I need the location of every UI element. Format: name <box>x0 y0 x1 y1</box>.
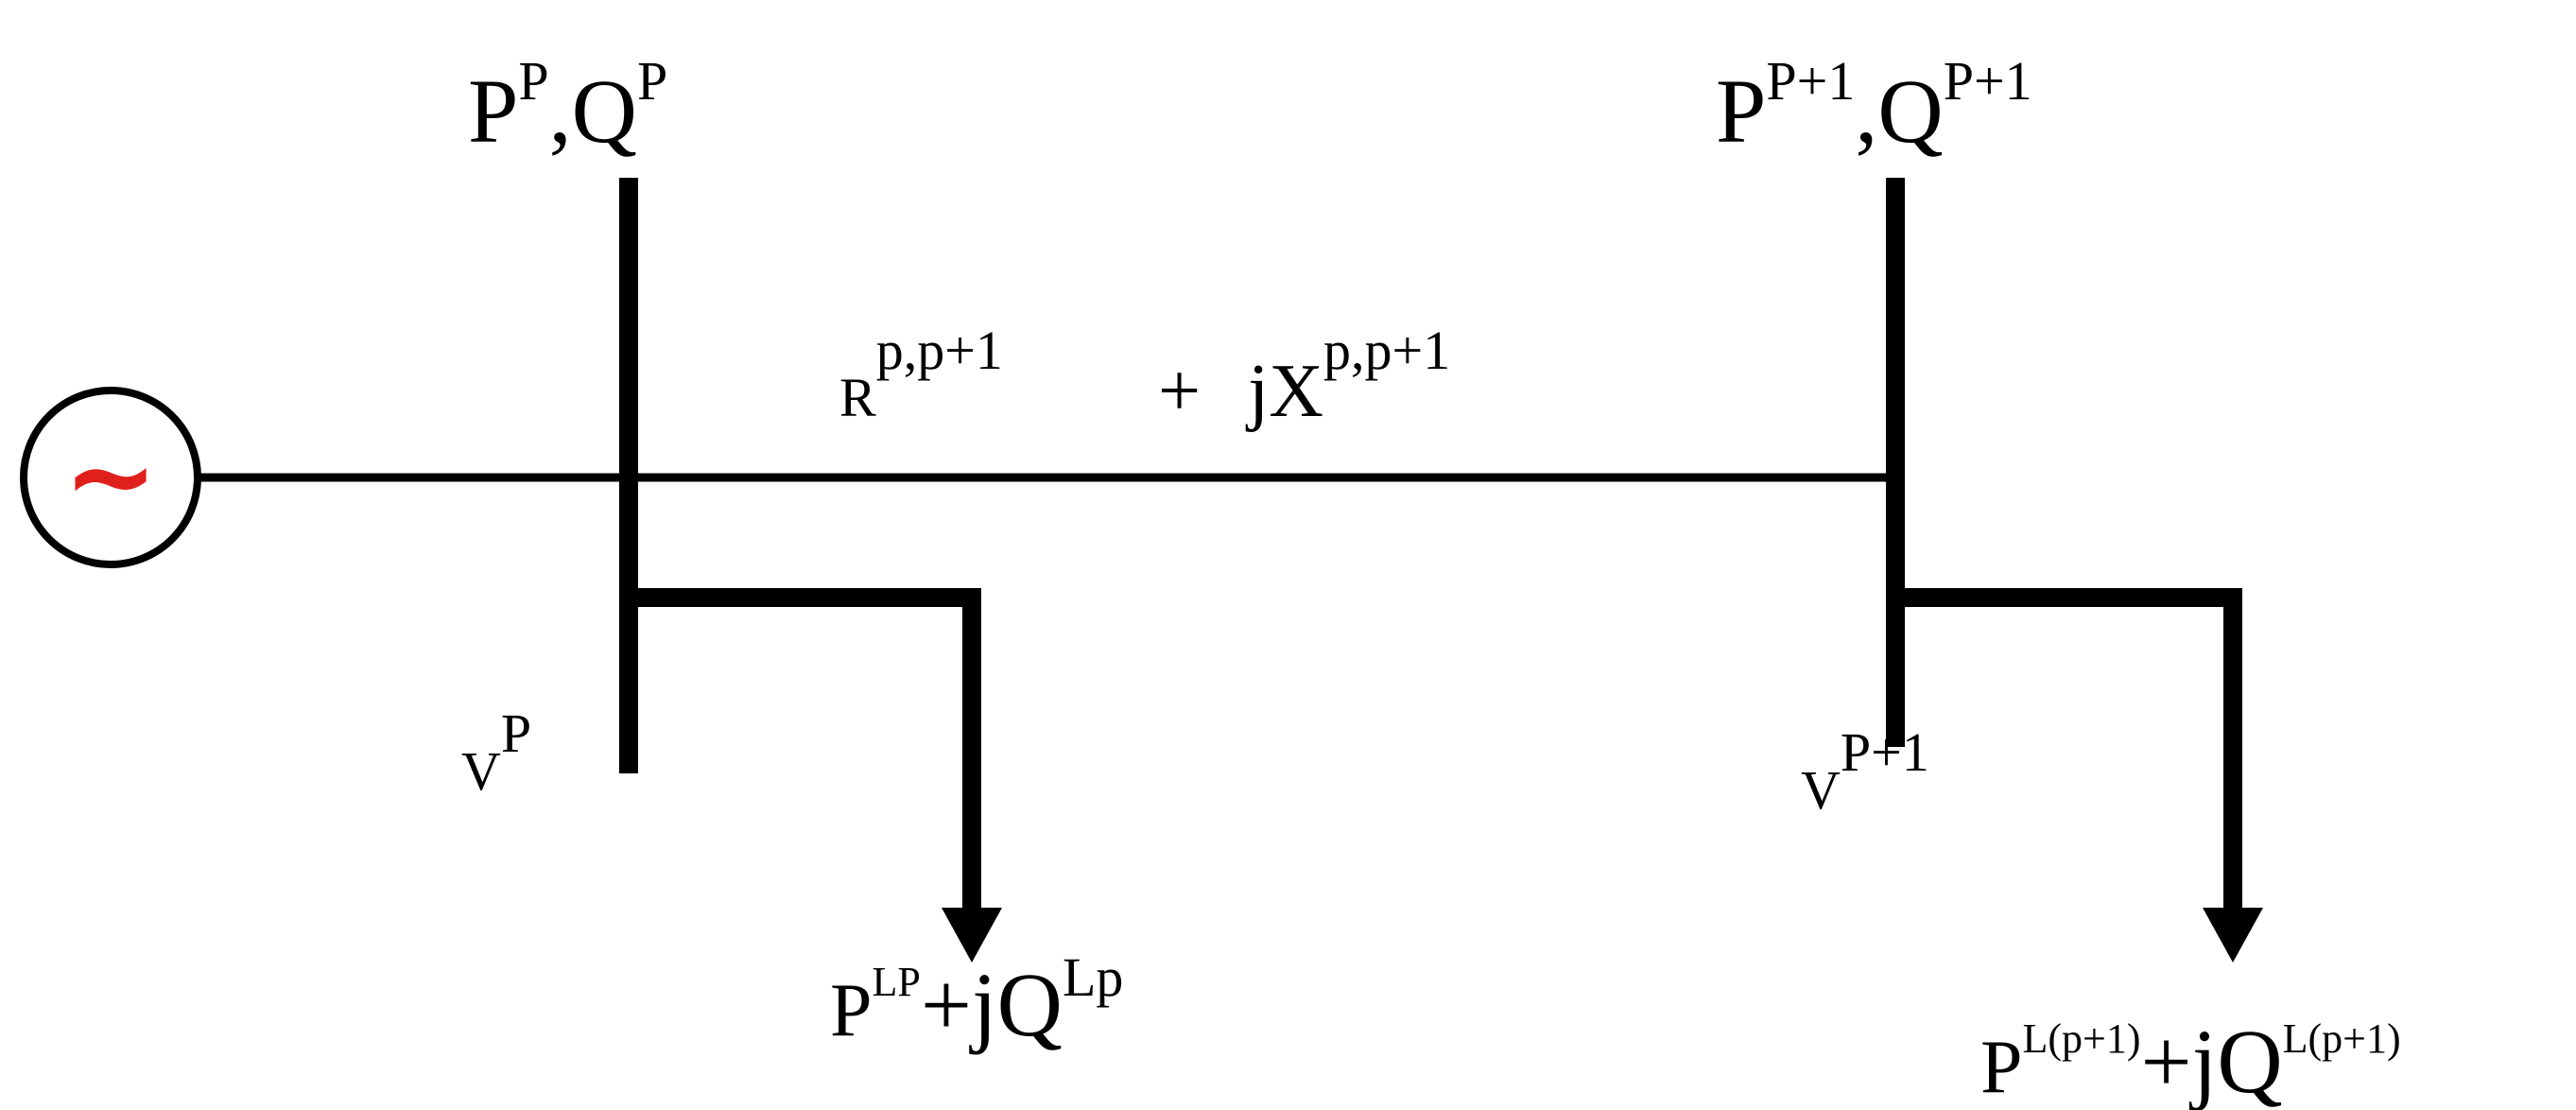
load-branch-p-line <box>629 588 981 912</box>
bus-p-power-q-sup: P <box>637 50 667 112</box>
line-impedance-jx-label: jXp,p+1 <box>1245 320 1450 433</box>
load-p-p-sup: LP <box>873 959 921 1005</box>
load-p1-p-sup: L(p+1) <box>2023 1015 2141 1062</box>
load-arrow-p1-icon <box>2203 908 2263 963</box>
bus-p-power-sep: , <box>549 61 572 162</box>
bus-p-power-p: P <box>468 61 518 162</box>
load-p1-q-sup: L(p+1) <box>2283 1015 2401 1062</box>
load-p-plus-jq: +jQ <box>921 954 1063 1055</box>
bus-p-voltage-label: VP <box>461 702 531 802</box>
load-p-label: PLP+jQLp <box>830 946 1123 1055</box>
line-impedance-plus: + <box>1158 350 1201 433</box>
load-branch-p1-line <box>1895 588 2242 912</box>
line-impedance-x-sup: p,p+1 <box>1323 320 1450 381</box>
bus-p-power-q: Q <box>572 61 637 162</box>
bus-p-voltage-sup: P <box>501 702 531 764</box>
bus-p1-voltage-sup: P+1 <box>1841 721 1929 783</box>
bus-p-power-p-sup: P <box>518 50 548 112</box>
generator: ~ <box>20 387 201 568</box>
load-branch-p <box>629 588 1002 963</box>
line-impedance-label: Rp,p+1 <box>839 320 1003 428</box>
bus-p-voltage-v: V <box>461 740 501 802</box>
load-p1-plus-jq: +jQ <box>2141 1011 2283 1110</box>
load-p1-p: P <box>1980 1026 2023 1109</box>
bus-p1-power-sep: , <box>1855 61 1877 162</box>
bus-p-power-label: PP,QP <box>468 50 667 162</box>
bus-p1-power-p: P <box>1716 61 1766 162</box>
load-p-q-sup: Lp <box>1063 946 1123 1008</box>
line-impedance-r: R <box>839 367 876 428</box>
line-impedance-jx: jX <box>1245 350 1323 433</box>
bus-p1-voltage-v: V <box>1801 759 1841 821</box>
bus-p1-power-p-sup: P+1 <box>1766 50 1855 112</box>
bus-p1-power-q-sup: P+1 <box>1944 50 2032 112</box>
generator-tilde-icon: ~ <box>63 411 159 543</box>
load-p-p: P <box>830 969 873 1052</box>
load-p1-label: PL(p+1)+jQL(p+1) <box>1980 1011 2401 1110</box>
load-branch-p1 <box>1895 588 2263 963</box>
line-impedance-r-sup: p,p+1 <box>876 320 1003 381</box>
bus-p1-power-label: PP+1,QP+1 <box>1716 50 2032 162</box>
load-arrow-p-icon <box>942 908 1002 963</box>
bus-p1-voltage-label: VP+1 <box>1801 721 1929 821</box>
bus-p1-power-q: Q <box>1877 61 1943 162</box>
